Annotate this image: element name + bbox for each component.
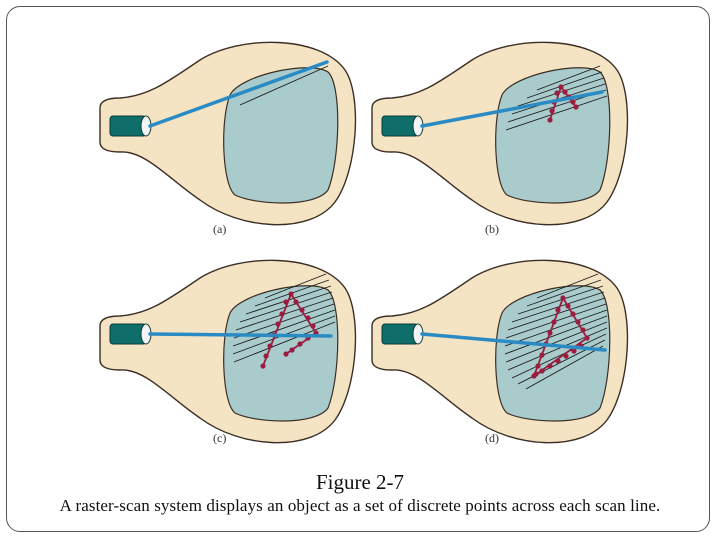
panel-label-c: (c) [213, 431, 227, 445]
crt-diagram-a [99, 41, 357, 226]
object-outline [533, 295, 589, 377]
electron-beam [148, 332, 333, 338]
crt-panel-b: (b) [362, 40, 632, 236]
object-outline [262, 292, 318, 367]
object-outline [549, 85, 577, 121]
crt-screen [223, 285, 339, 422]
crt-screen [223, 67, 339, 204]
crt-diagram-c [99, 259, 357, 444]
figure-title: Figure 2-7 [315, 470, 405, 494]
panel-label-d: (d) [485, 431, 499, 445]
electron-gun [109, 115, 152, 137]
scan-line [239, 65, 329, 106]
panel-label-b: (b) [485, 222, 499, 236]
electron-gun [109, 323, 152, 345]
electron-gun [381, 115, 424, 137]
electron-beam [148, 60, 329, 128]
crt-diagram-d [371, 259, 629, 444]
electron-beam [420, 90, 604, 128]
figure-caption: A raster-scan system displays an object … [59, 496, 661, 515]
electron-gun [381, 323, 424, 345]
panel-label-a: (a) [213, 222, 227, 236]
crt-screen [495, 67, 611, 204]
crt-screen [495, 285, 611, 422]
crt-panel-c: (c) [90, 258, 360, 445]
crt-diagram-b [371, 41, 629, 226]
crt-panel-a: (a) [90, 40, 360, 236]
electron-beam [420, 332, 607, 352]
crt-panel-d: (d) [362, 258, 632, 445]
